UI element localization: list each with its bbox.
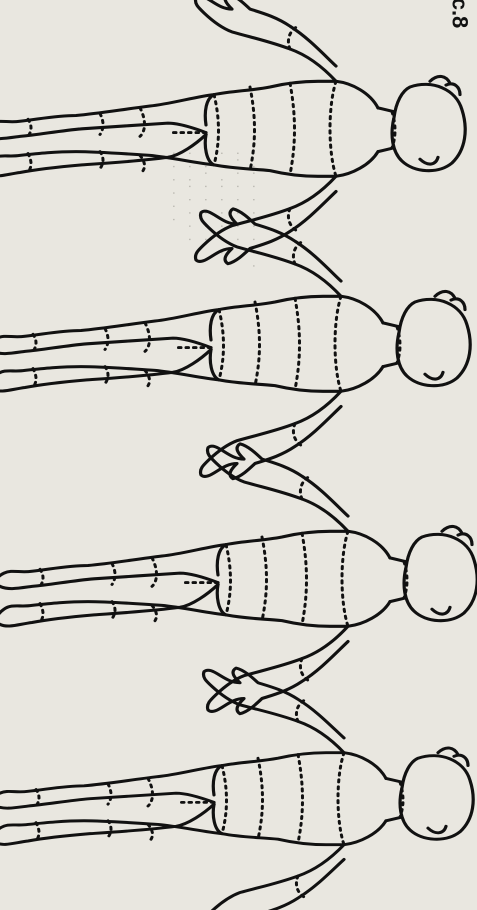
svg-text:· · ·· · · · ·: · · ·· · · · · — [183, 150, 196, 243]
body-figure-4 — [0, 668, 473, 910]
svg-text:· · · · · ·: · · · · · · — [167, 150, 180, 223]
body-figure-2 — [0, 209, 470, 479]
svg-text:·· · · · · · ·: ·· · · · · · · — [231, 150, 244, 243]
body-figure-3 — [0, 444, 477, 714]
